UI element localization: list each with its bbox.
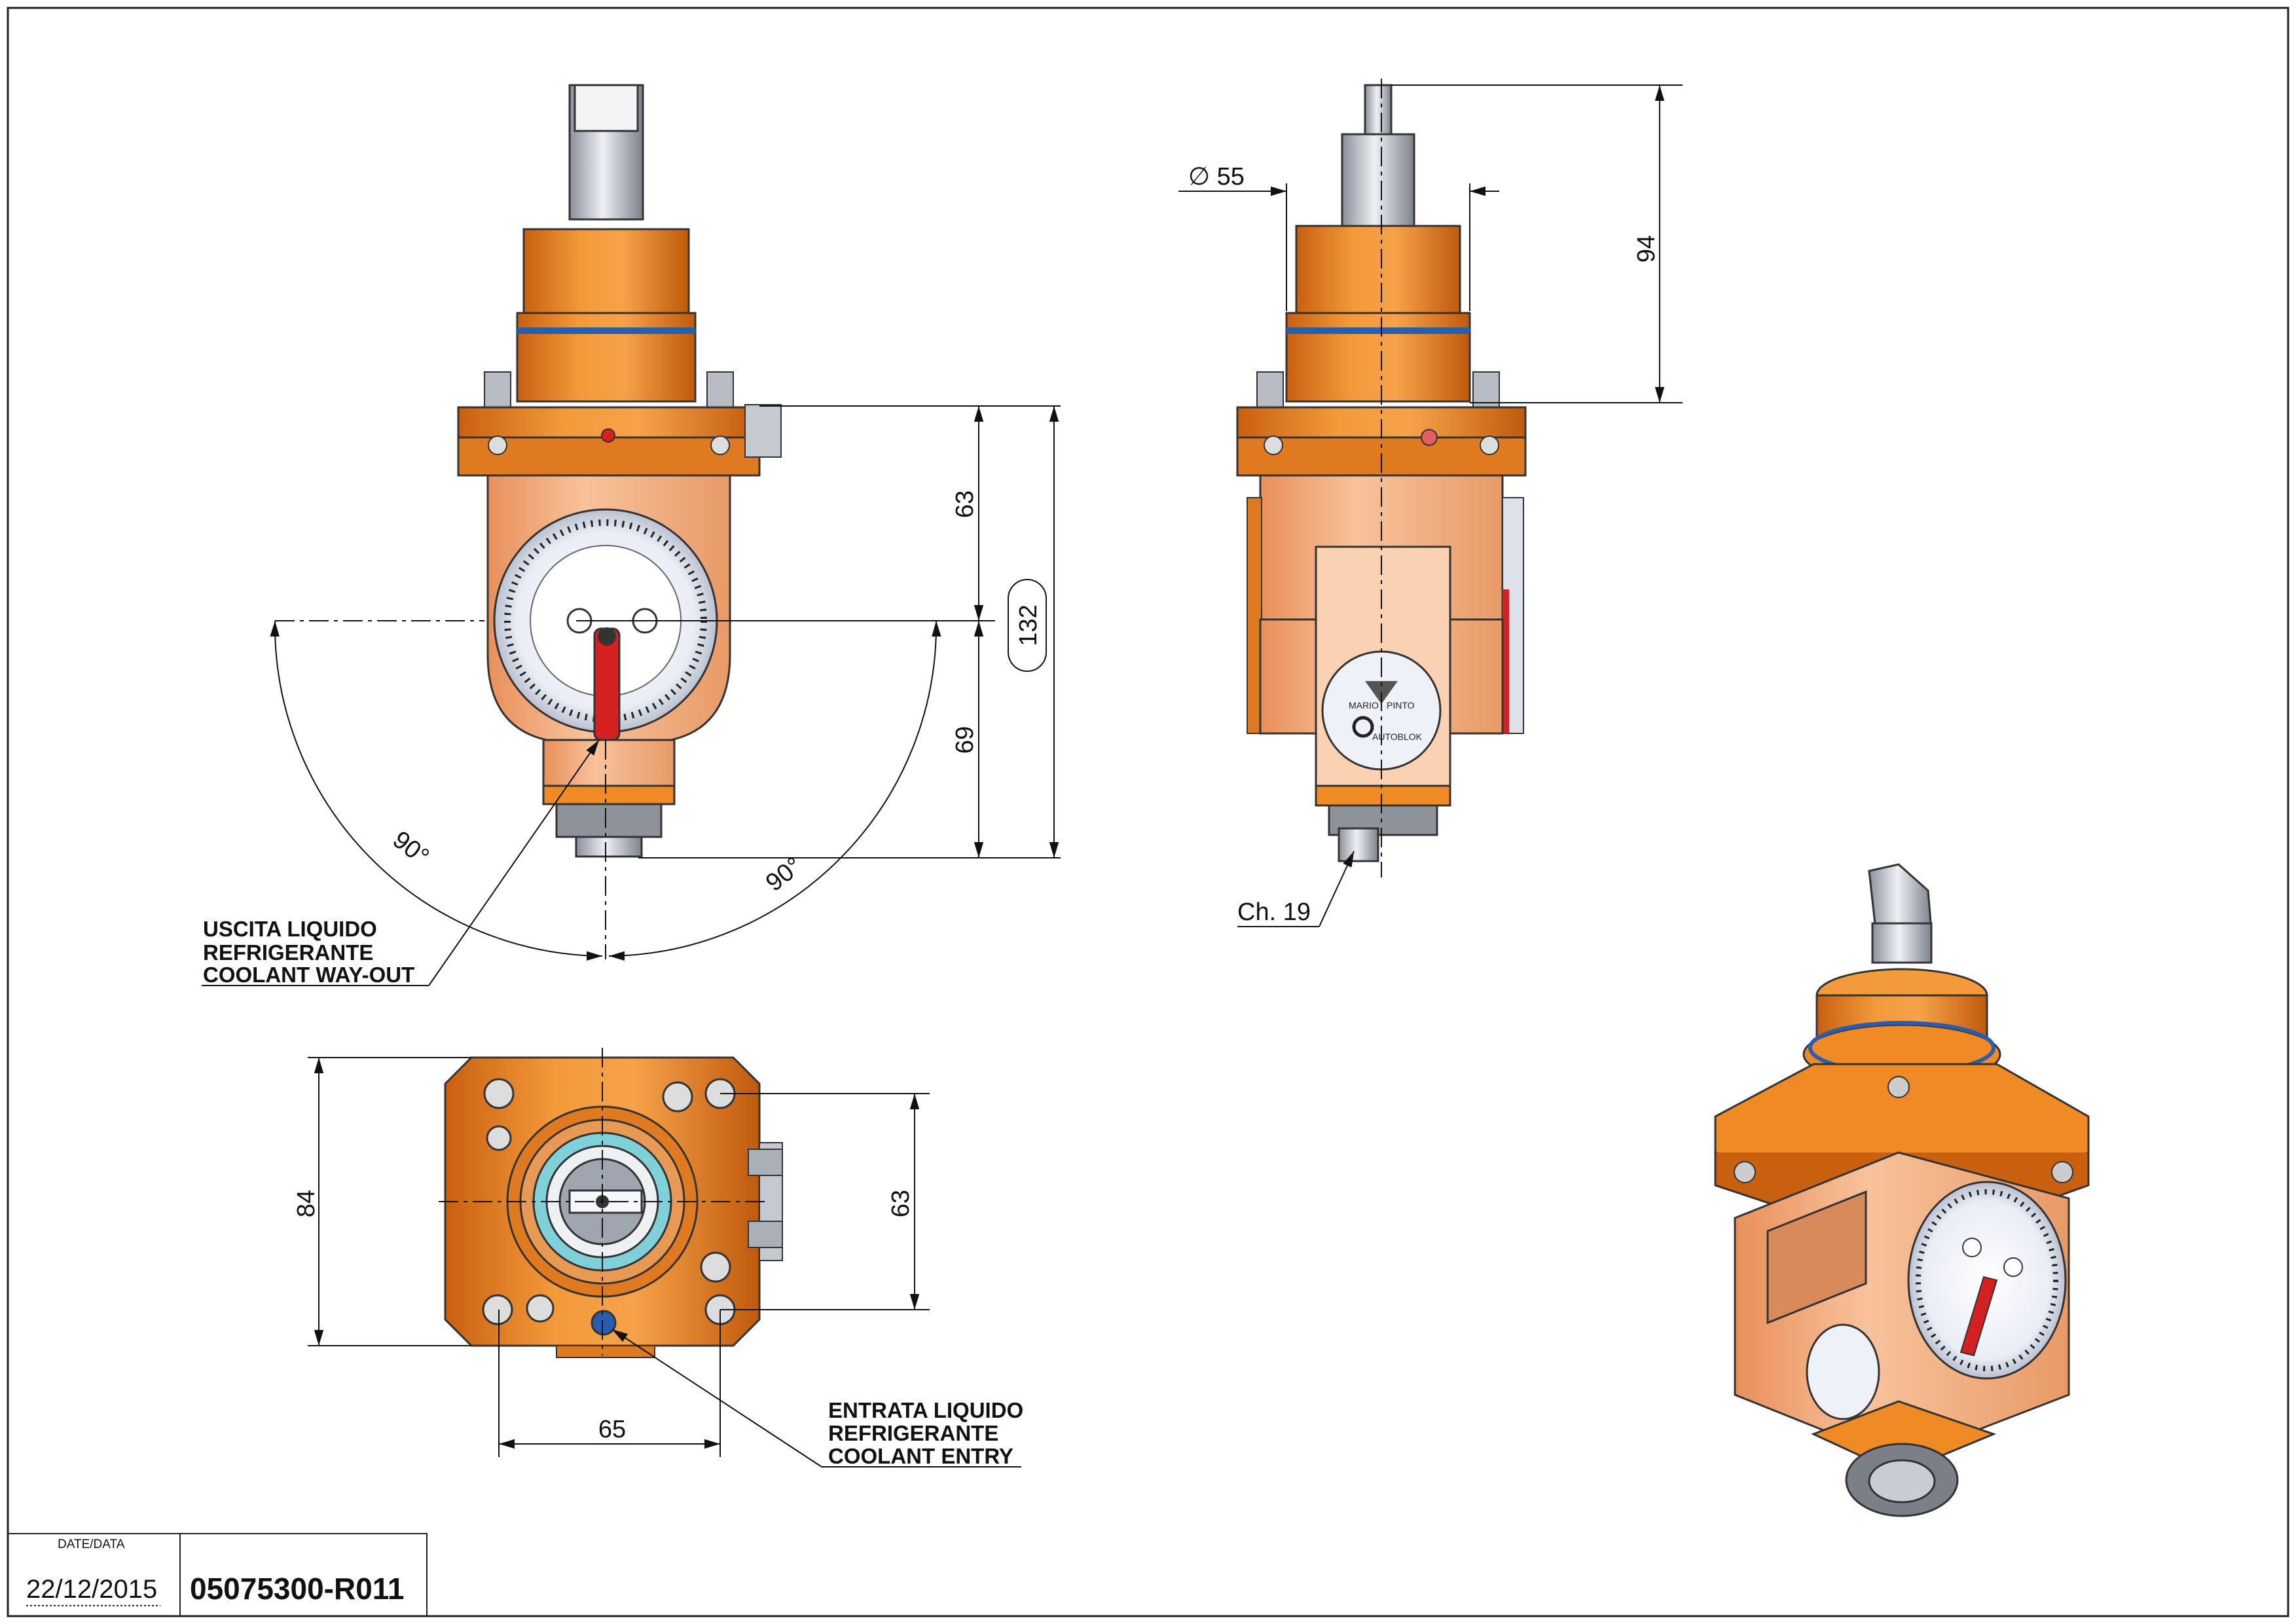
- bottom-view: [444, 1056, 783, 1358]
- dim-angle-left: 90°: [388, 826, 434, 870]
- dim-angle-right: 90°: [761, 852, 807, 896]
- front-view-dimensions: [270, 405, 1061, 961]
- dim-shank-length: 94: [1633, 235, 1660, 263]
- dim-overall-height: 132: [1015, 604, 1042, 646]
- isometric-view: [1714, 863, 2090, 1517]
- dim-bottom-right: 63: [887, 1190, 915, 1217]
- note-coolant-out-3: COOLANT WAY-OUT: [203, 963, 414, 987]
- note-coolant-out-1: USCITA LIQUIDO: [203, 917, 377, 941]
- note-coolant-in-1: ENTRATA LIQUIDO: [828, 1398, 1023, 1422]
- title-date-label: DATE/DATA: [58, 1538, 125, 1551]
- logo-text-autoblok: AUTOBLOK: [1372, 731, 1423, 742]
- title-date: 22/12/2015: [26, 1575, 157, 1604]
- side-view-dimensions: [1178, 79, 1683, 927]
- dim-bottom-width: 65: [598, 1416, 626, 1443]
- title-code: 05075300-R011: [190, 1572, 404, 1606]
- dim-bottom-height: 84: [293, 1190, 320, 1217]
- logo-text-pinto: PINTO: [1387, 700, 1415, 710]
- title-block: [7, 1533, 428, 1617]
- drawing-frame: [7, 7, 2289, 1617]
- bottom-view-dimensions: [308, 1048, 1021, 1467]
- note-coolant-out-2: REFRIGERANTE: [203, 940, 373, 965]
- dim-hex-size: Ch. 19: [1237, 898, 1311, 926]
- note-coolant-in-2: REFRIGERANTE: [828, 1421, 998, 1445]
- dim-diameter: ∅ 55: [1188, 163, 1245, 191]
- front-view: [457, 84, 782, 858]
- coolant-out-leader: [202, 739, 600, 986]
- logo-text-mario: MARIO: [1349, 700, 1379, 710]
- dim-side-lower: 69: [951, 726, 979, 754]
- dim-side-upper: 63: [951, 490, 979, 518]
- note-coolant-in-3: COOLANT ENTRY: [828, 1444, 1013, 1468]
